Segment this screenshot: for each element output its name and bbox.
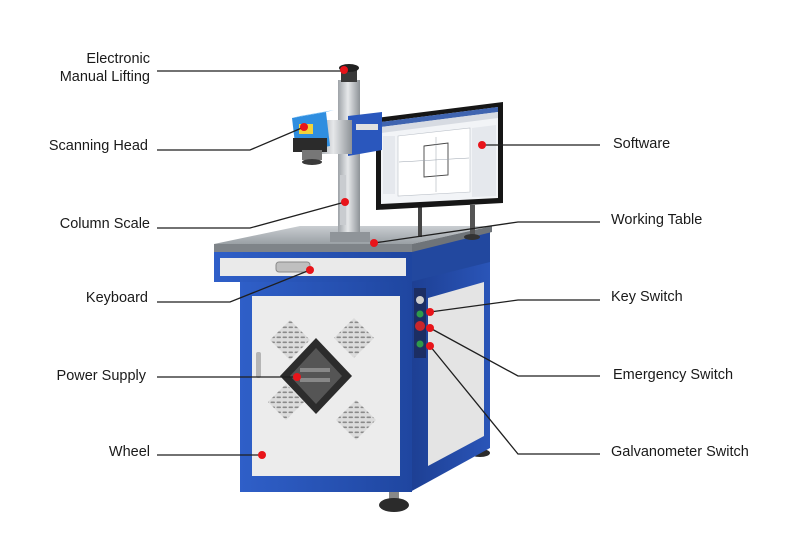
keyboard-drawer-face	[220, 258, 406, 276]
galvanometer-switch-knob	[416, 340, 424, 348]
label-power-supply: Power Supply	[56, 368, 146, 384]
marker-electronic-lifting	[340, 66, 348, 74]
marker-wheel	[258, 451, 266, 459]
software-canvas	[397, 127, 471, 197]
lifting-carriage	[348, 112, 382, 156]
markers	[258, 66, 486, 459]
label-electronic-lifting-line1: Electronic	[86, 51, 150, 67]
marker-key-switch	[426, 308, 434, 316]
vent-grille	[336, 400, 376, 440]
leader-galvanometer-switch	[429, 345, 600, 455]
door-handle	[256, 352, 261, 378]
leader-keyboard	[157, 269, 311, 303]
field-lens	[302, 150, 322, 160]
leader-scanning-head	[157, 126, 305, 151]
marker-keyboard	[306, 266, 314, 274]
label-electronic-lifting-line2: Manual Lifting	[59, 69, 150, 85]
label-galvanometer-switch: Galvanometer Switch	[611, 444, 749, 460]
marker-column-scale	[341, 198, 349, 206]
label-electronic-lifting: Electronic Manual Lifting	[60, 50, 150, 86]
leader-key-switch	[429, 299, 600, 313]
emergency-switch-knob	[415, 321, 425, 331]
marker-scanning-head	[300, 123, 308, 131]
leader-column-scale	[157, 201, 346, 229]
working-table-edge	[214, 244, 412, 252]
leader-working-table	[373, 221, 600, 244]
vent-grille	[268, 384, 304, 420]
power-supply-unit	[290, 348, 342, 404]
green-button	[416, 310, 424, 318]
leader-emergency-switch	[429, 327, 600, 377]
label-keyboard: Keyboard	[85, 290, 148, 306]
label-emergency-switch: Emergency Switch	[613, 367, 734, 383]
key-switch	[416, 296, 424, 304]
marker-power-supply	[293, 373, 301, 381]
label-column-scale: Column Scale	[59, 216, 150, 232]
drawer-side	[410, 232, 490, 282]
keyboard-drawer-handle	[275, 261, 311, 273]
label-key-switch: Key Switch	[611, 289, 683, 305]
marker-software	[478, 141, 486, 149]
label-wheel: Wheel	[108, 444, 150, 460]
label-working-table: Working Table	[611, 212, 703, 228]
label-software: Software	[613, 136, 671, 152]
marker-galvanometer-switch	[426, 342, 434, 350]
leader-lines	[157, 70, 600, 456]
laser-marking-machine	[214, 64, 503, 512]
column-base	[330, 232, 370, 242]
cabinet-side-panel	[428, 282, 484, 466]
marker-working-table	[370, 239, 378, 247]
monitor-pole-left	[418, 205, 422, 237]
wheel-front-right	[379, 486, 409, 512]
label-scanning-head: Scanning Head	[48, 138, 148, 154]
marker-emergency-switch	[426, 324, 434, 332]
vent-grille	[270, 320, 310, 360]
monitor-pole-right	[470, 205, 475, 239]
vent-grille	[334, 318, 374, 358]
